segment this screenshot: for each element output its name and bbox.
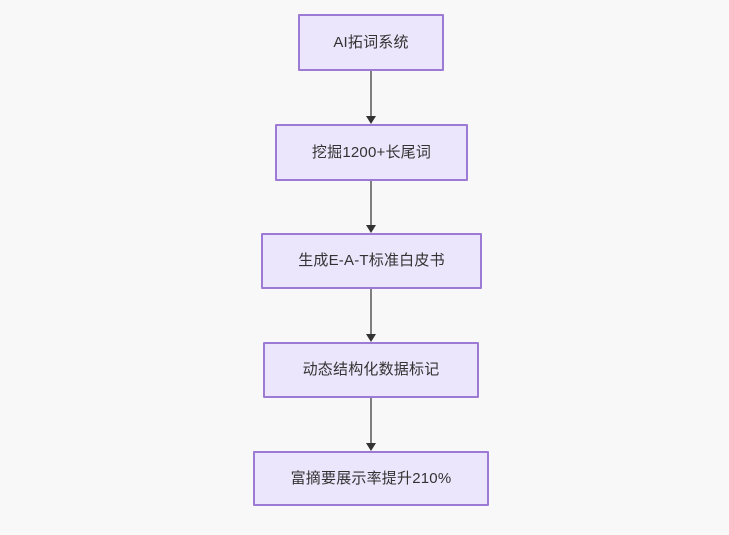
flowchart-node-dynamic-structured-data-markup[interactable]: 动态结构化数据标记 (263, 342, 479, 398)
flowchart-node-mine-longtail-keywords[interactable]: 挖掘1200+长尾词 (275, 124, 468, 181)
arrow-down-icon (366, 443, 376, 451)
node-label: AI拓词系统 (333, 33, 409, 51)
edge-line (370, 181, 372, 226)
node-label: 生成E-A-T标准白皮书 (298, 252, 445, 269)
node-label: 富摘要展示率提升210% (290, 469, 452, 487)
arrow-down-icon (366, 116, 376, 124)
edge-line (370, 71, 372, 117)
edge-line (370, 289, 372, 335)
edge-line (370, 398, 372, 444)
flowchart-node-ai-keyword-system[interactable]: AI拓词系统 (298, 14, 444, 71)
arrow-down-icon (366, 334, 376, 342)
node-label: 动态结构化数据标记 (302, 361, 440, 378)
arrow-down-icon (366, 225, 376, 233)
flowchart-node-generate-eat-whitepaper[interactable]: 生成E-A-T标准白皮书 (261, 233, 482, 289)
node-label: 挖掘1200+长尾词 (311, 143, 432, 161)
flowchart-node-rich-snippet-impression-lift[interactable]: 富摘要展示率提升210% (253, 451, 489, 506)
